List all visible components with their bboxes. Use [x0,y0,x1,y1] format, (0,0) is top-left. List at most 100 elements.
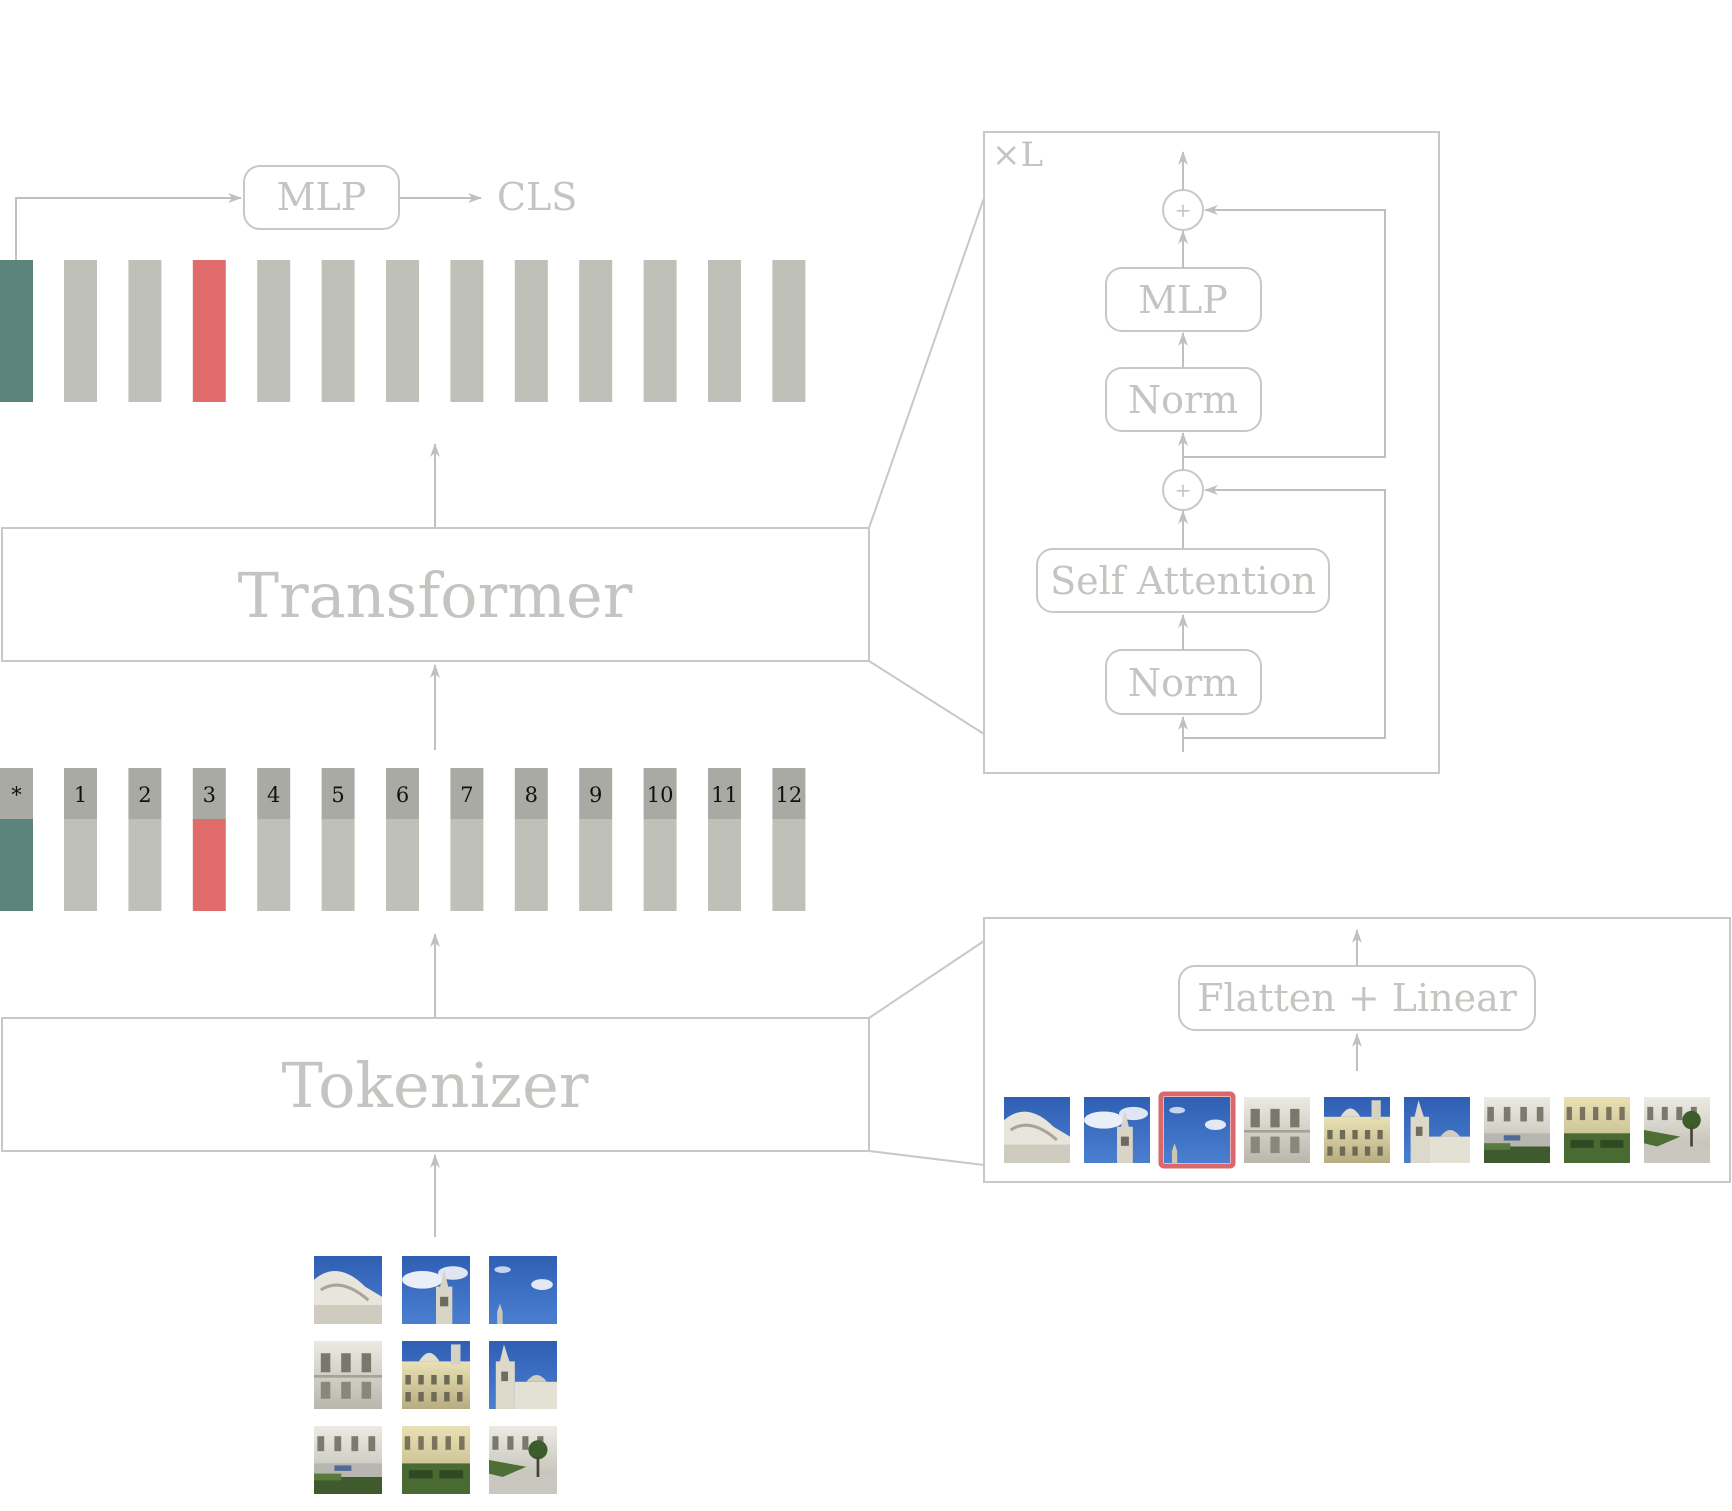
embedded-token [192,819,226,911]
token-position-header [708,768,741,819]
flattened-patch [1404,1097,1470,1163]
flattened-patch [1644,1097,1710,1163]
token-position-header [772,768,806,819]
output-token [579,260,613,402]
token-position-label: 5 [331,783,344,807]
embedded-token [64,819,97,911]
flattened-patch [1484,1097,1550,1163]
token-position-header [257,768,291,819]
token-position-label: 3 [203,783,216,807]
image-patch [489,1426,557,1494]
residual-skip-2 [1183,205,1386,458]
classification-head: MLP CLS [15,165,577,262]
embedded-token [708,819,741,911]
token-position-header [192,768,226,819]
token-position-label: 8 [525,783,538,807]
token-position-label: 6 [396,783,409,807]
tokenizer-zoom-line-top [868,940,985,1019]
token-position-header [579,768,613,819]
output-token [514,260,548,402]
output-token [64,260,97,402]
image-patch [314,1256,382,1324]
token-position-header [321,768,355,819]
transformer-block: Transformer [1,527,870,662]
layer-repeat-label: ×L [992,135,1043,175]
image-patch [402,1426,470,1494]
output-token [772,260,806,402]
embedded-token [257,819,291,911]
token-position-header [386,768,419,819]
token-position-header [450,768,484,819]
image-patch [402,1256,470,1324]
output-token [321,260,355,402]
input-image-patch-grid [314,1256,557,1494]
embedded-token [321,819,355,911]
embedded-token [386,819,419,911]
token-position-label: 11 [711,783,738,807]
image-patch [402,1341,470,1409]
token-position-header [514,768,548,819]
transformer-label: Transformer [238,559,633,632]
embedded-token [772,819,806,911]
image-patch [314,1341,382,1409]
residual-skip-1 [1183,485,1386,739]
flatten-linear-label: Flatten + Linear [1197,976,1518,1020]
flattened-patch [1564,1097,1630,1163]
tokenizer-block: Tokenizer [1,1017,870,1152]
flattened-patch [1164,1097,1230,1163]
flattened-patch [1004,1097,1070,1163]
output-token [643,260,677,402]
tokenizer-box [1,1017,870,1152]
tokenizer-label: Tokenizer [282,1049,589,1122]
flattened-patch-sequence [1004,1091,1710,1169]
token-position-header [128,768,162,819]
output-token [708,260,741,402]
output-token [192,260,226,402]
token-position-label: * [11,783,22,807]
cls-label: CLS [497,175,577,219]
image-patch [489,1341,557,1409]
image-patch [314,1426,382,1494]
residual-add-2-symbol: + [1175,198,1192,222]
output-token [450,260,484,402]
embedded-token [128,819,162,911]
norm-top-label: Norm [1128,378,1238,422]
token-position-header [643,768,677,819]
token-position-label: 1 [74,783,87,807]
image-patch [489,1256,557,1324]
transformer-zoom-line-bottom [868,660,985,735]
transformer-zoom-line-top [868,197,985,529]
head-mlp-label: MLP [277,175,367,219]
token-position-label: 9 [589,783,602,807]
residual-add-1-symbol: + [1175,478,1192,502]
embedded-token [579,819,613,911]
token-position-header [0,768,33,819]
token-position-label: 7 [460,783,473,807]
transformer-layer-detail: ×L Norm Self Attention + Norm MLP + [983,131,1440,774]
flatten-linear-box [1178,965,1536,1031]
embedded-token [450,819,484,911]
embedded-token [643,819,677,911]
norm-bottom-label: Norm [1128,661,1238,705]
self-attention-label: Self Attention [1050,559,1316,603]
embedded-cls-token [0,819,33,911]
token-position-header [64,768,97,819]
embedded-token [514,819,548,911]
output-token [257,260,291,402]
output-token-row [0,260,806,402]
token-position-label: 4 [267,783,280,807]
output-token [386,260,419,402]
flattened-patch [1324,1097,1390,1163]
tokenizer-zoom-line-bottom [868,1150,985,1166]
tokenizer-detail: Flatten + Linear [983,917,1731,1183]
block-mlp-label: MLP [1138,278,1228,322]
token-position-label: 12 [776,783,803,807]
output-cls-token [0,260,33,402]
transformer-box [1,527,870,662]
token-position-label: 10 [647,783,674,807]
token-position-label: 2 [138,783,151,807]
output-token [128,260,162,402]
cls-to-mlp-connector [15,193,242,262]
flattened-patch [1244,1097,1310,1163]
flattened-patch [1084,1097,1150,1163]
